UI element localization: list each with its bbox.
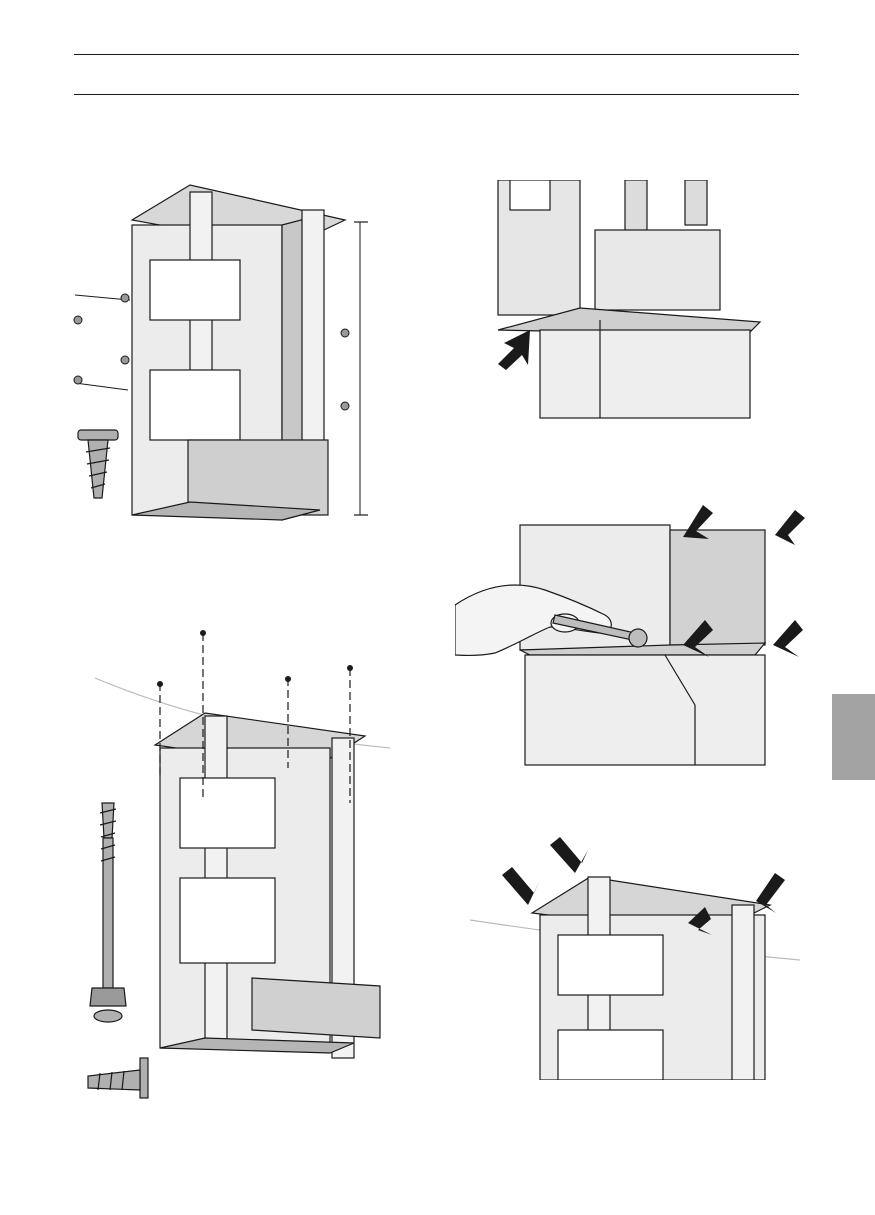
arrow-icon <box>498 330 530 370</box>
screw-icon <box>88 1058 148 1098</box>
figure-wrench-corners <box>455 505 805 770</box>
frame-screws-illustration <box>70 180 390 525</box>
figure-frame-top-corners <box>470 835 805 1080</box>
header-rule-top <box>74 54 799 55</box>
header-rule-bottom <box>74 94 799 95</box>
figure-frame-ceiling-bolts <box>70 628 400 1108</box>
frame-top-corners-illustration <box>470 835 805 1080</box>
chimney-base-illustration <box>490 180 775 420</box>
screw-detail-icon <box>78 430 118 498</box>
bolt-icon <box>90 803 126 1022</box>
figure-frame-screws <box>70 180 390 525</box>
wrench-corners-illustration <box>455 505 805 770</box>
frame-ceiling-illustration <box>70 628 400 1108</box>
section-side-tab <box>832 694 875 780</box>
figure-chimney-base <box>490 180 775 420</box>
